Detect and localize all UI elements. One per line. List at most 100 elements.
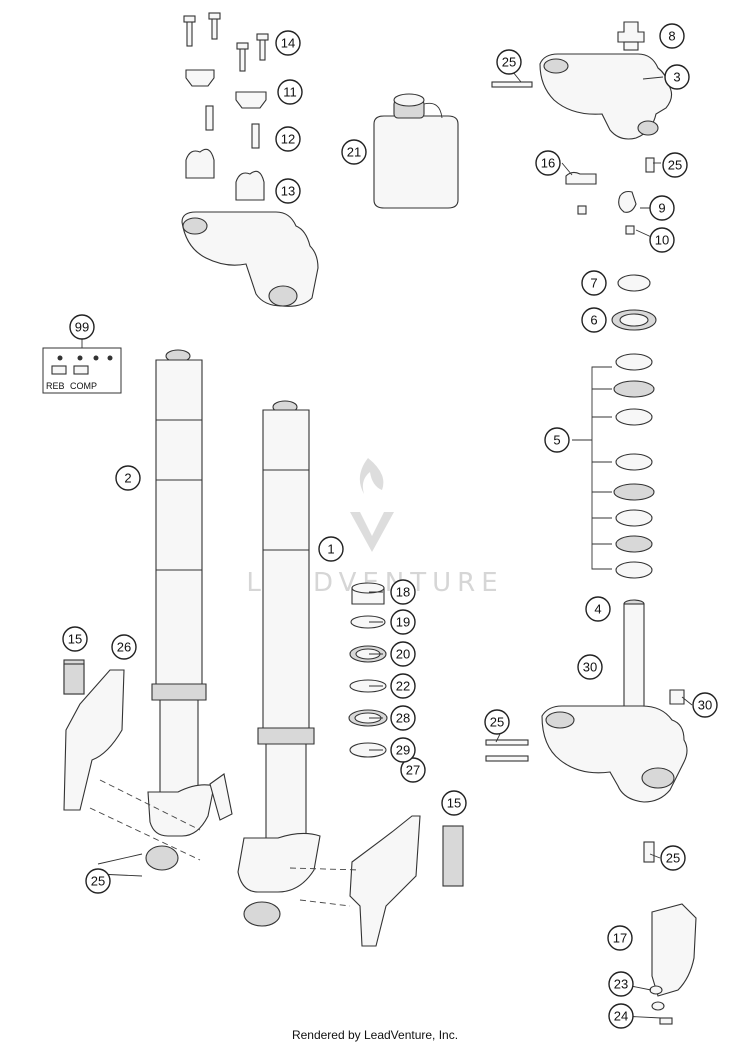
callout-circle: [115, 465, 141, 491]
callout-label: 21: [347, 145, 361, 160]
callout-label: 1: [327, 542, 334, 557]
callout-circle: [318, 536, 344, 562]
callout-circle: [607, 925, 633, 951]
callout-c11: 11: [277, 79, 303, 105]
callout-label: 26: [117, 640, 131, 655]
callout-c25a: 25: [496, 49, 522, 75]
callout-c15a: 15: [62, 626, 88, 652]
callout-c1: 1: [318, 536, 344, 562]
callout-c23: 23: [608, 971, 634, 997]
callout-c30b: 30: [692, 692, 718, 718]
callout-circle: [400, 757, 426, 783]
number-plate-bracket: [649, 903, 697, 1025]
callout-label: 15: [447, 796, 461, 811]
steering-head-nut: [617, 21, 645, 51]
steering-bearings: [572, 274, 657, 579]
callout-c30a: 30: [577, 654, 603, 680]
callout-label: 7: [590, 276, 597, 291]
callout-c2: 2: [115, 465, 141, 491]
callout-circle: [275, 30, 301, 56]
callout-circle: [535, 150, 561, 176]
kit-label-reb: REB: [46, 381, 65, 391]
callout-label: 11: [283, 85, 297, 100]
callout-label: 17: [613, 931, 627, 946]
fork-leg-right: [237, 400, 321, 927]
fork-guard-right: [289, 815, 421, 947]
callout-c7: 7: [581, 270, 607, 296]
callout-c24: 24: [608, 1003, 634, 1029]
callout-label: 4: [594, 602, 601, 617]
fork-oil-bottle: [373, 93, 459, 209]
callout-circle: [390, 609, 416, 635]
callout-circle: [62, 626, 88, 652]
callout-circle: [441, 790, 467, 816]
callout-label: 2: [124, 471, 131, 486]
callout-circle: [662, 152, 688, 178]
callout-circle: [608, 971, 634, 997]
callout-c3: 3: [664, 64, 690, 90]
callout-circle: [275, 178, 301, 204]
callout-label: 9: [658, 201, 665, 216]
callout-label: 16: [541, 156, 555, 171]
callout-c21: 21: [341, 139, 367, 165]
callout-circle: [692, 692, 718, 718]
callout-circle: [275, 126, 301, 152]
callout-label: 25: [502, 55, 516, 70]
callout-circle: [69, 314, 95, 340]
callout-circle: [585, 596, 611, 622]
callout-label: 19: [396, 615, 410, 630]
callout-circle: [649, 195, 675, 221]
fork-sticker: [63, 663, 464, 887]
callout-c25b: 25: [662, 152, 688, 178]
upper-triple-clamp-right: [491, 53, 673, 140]
callout-label: 20: [396, 647, 410, 662]
fork-seals: [348, 582, 388, 758]
handlebar-clamp-bolts: [183, 12, 269, 72]
callout-c8: 8: [659, 23, 685, 49]
render-credit: Rendered by LeadVenture, Inc.: [291, 1028, 459, 1042]
callout-circle: [390, 579, 416, 605]
callout-c18: 18: [390, 579, 416, 605]
callout-label: 12: [281, 132, 295, 147]
callout-label: 27: [406, 763, 420, 778]
damping-adjuster-kit: REB COMP: [42, 330, 122, 394]
clamp-bolts-short: [205, 105, 260, 149]
callout-label: 30: [698, 698, 712, 713]
upper-triple-clamp-left: [181, 211, 319, 307]
callout-label: 8: [668, 29, 675, 44]
callout-circle: [277, 79, 303, 105]
handlebar-clamps: [185, 69, 267, 201]
callout-label: 25: [668, 158, 682, 173]
callout-c12: 12: [275, 126, 301, 152]
callout-c19: 19: [390, 609, 416, 635]
callout-c99: 99: [69, 314, 95, 340]
callout-c27: 27: [400, 757, 426, 783]
callout-c20: 20: [390, 641, 416, 667]
callout-circle: [111, 634, 137, 660]
callout-label: 28: [396, 711, 410, 726]
callout-circle: [390, 641, 416, 667]
callout-circle: [608, 1003, 634, 1029]
callout-label: 29: [396, 743, 410, 758]
lower-triple-clamp: [485, 599, 688, 863]
callout-circle: [664, 64, 690, 90]
callout-c16: 16: [535, 150, 561, 176]
callout-circle: [390, 673, 416, 699]
callout-c15b: 15: [441, 790, 467, 816]
callout-c29: 29: [390, 737, 416, 763]
callout-c25d: 25: [484, 709, 510, 735]
callout-label: 14: [281, 36, 295, 51]
callout-label: 6: [590, 313, 597, 328]
callout-c5: 5: [544, 427, 570, 453]
fork-leg-left: [145, 349, 233, 871]
callout-circle: [484, 709, 510, 735]
callout-circle: [660, 845, 686, 871]
callout-circle: [581, 307, 607, 333]
callout-label: 10: [655, 233, 669, 248]
callout-c9: 9: [649, 195, 675, 221]
callout-c13: 13: [275, 178, 301, 204]
callout-label: 5: [553, 433, 560, 448]
callout-circle: [341, 139, 367, 165]
callout-circle: [390, 705, 416, 731]
